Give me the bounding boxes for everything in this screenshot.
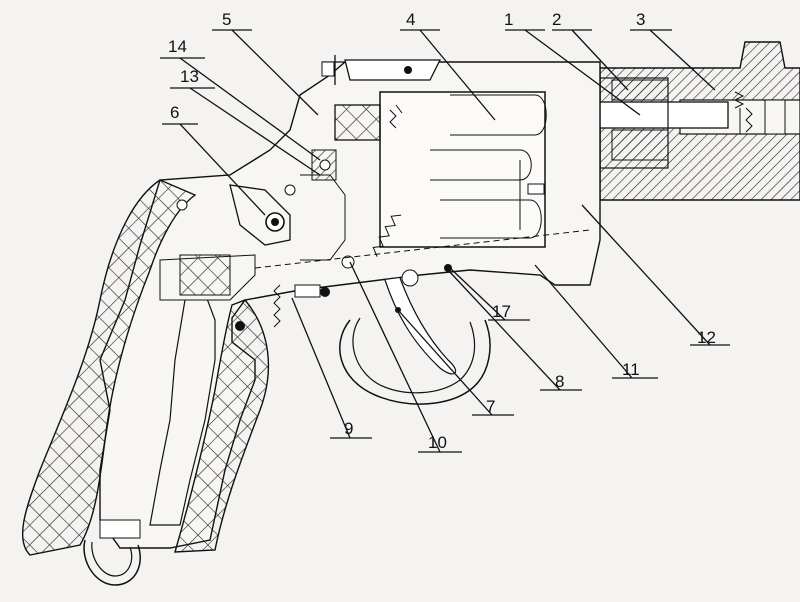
- grip: [22, 179, 270, 556]
- mechanism: [159, 174, 591, 331]
- callout-7: 7: [397, 309, 514, 416]
- callout-14: 14: [160, 37, 321, 161]
- callout-label-2: 2: [552, 10, 561, 29]
- callout-label-1: 1: [504, 10, 513, 29]
- callout-label-3: 3: [636, 10, 645, 29]
- callout-8: 8: [447, 269, 582, 391]
- barrel: [547, 41, 800, 201]
- callout-17: 17: [449, 267, 530, 321]
- trigger: [384, 277, 457, 375]
- callout-13: 13: [170, 67, 321, 176]
- callout-label-4: 4: [406, 10, 415, 29]
- callout-label-17: 17: [492, 302, 511, 321]
- callout-5: 5: [212, 10, 319, 116]
- callout-label-13: 13: [180, 67, 199, 86]
- callout-11: 11: [534, 264, 658, 379]
- callout-label-6: 6: [170, 103, 179, 122]
- cylinder: [379, 91, 547, 248]
- callout-label-12: 12: [697, 328, 716, 347]
- callout-12: 12: [581, 204, 730, 347]
- callout-3: 3: [630, 10, 716, 91]
- callout-10: 10: [349, 261, 462, 453]
- callout-label-11: 11: [622, 360, 640, 379]
- callout-label-5: 5: [222, 10, 231, 29]
- callout-6: 6: [162, 103, 266, 216]
- callout-label-9: 9: [344, 419, 353, 438]
- callout-label-8: 8: [555, 372, 564, 391]
- callouts: 1 2 3 4 5 14 13: [160, 10, 730, 453]
- callout-label-14: 14: [168, 37, 187, 56]
- callout-4: 4: [400, 10, 496, 121]
- trigger-guard: [339, 277, 491, 405]
- callout-9: 9: [291, 297, 372, 439]
- callout-label-10: 10: [428, 433, 447, 452]
- callout-label-7: 7: [486, 397, 495, 416]
- lanyard-ring: [83, 519, 141, 586]
- callout-2: 2: [552, 10, 629, 91]
- callout-1: 1: [504, 10, 641, 116]
